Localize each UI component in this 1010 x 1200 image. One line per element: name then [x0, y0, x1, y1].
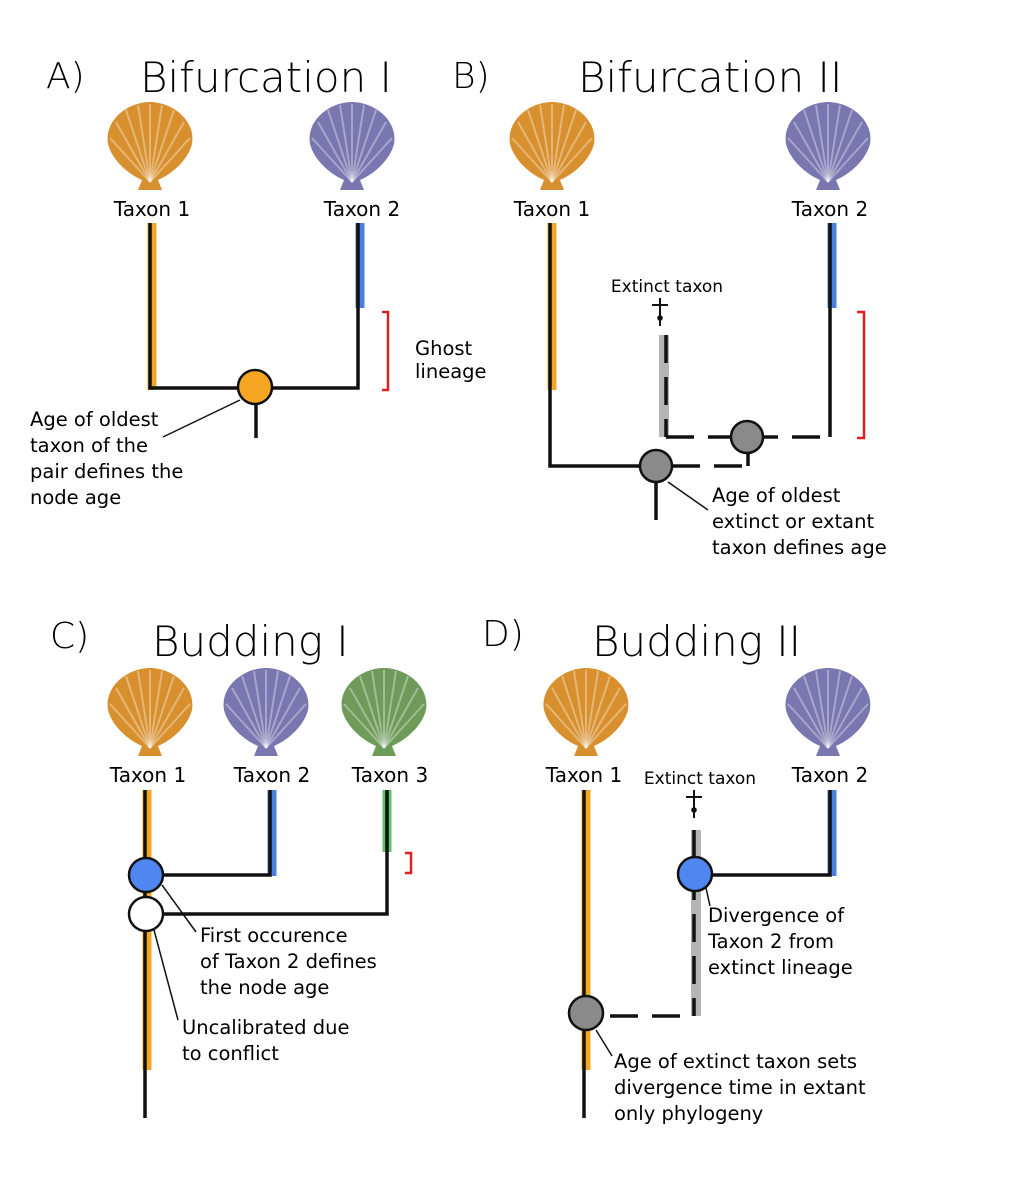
annotation-d1-line-1: Divergence of [708, 904, 845, 927]
annotation-c1-line-1: First occurence [200, 924, 348, 947]
annotation-c2-line-1: Uncalibrated due [182, 1016, 349, 1039]
node-b-extinct [729, 419, 765, 455]
annotation-a-line-2: taxon of the [30, 434, 148, 457]
annotation-c1-line-3: the node age [200, 976, 329, 999]
ghost-lineage-label-2: lineage [415, 360, 487, 383]
tree-c [143, 790, 389, 1118]
taxon-1-label: Taxon 1 [109, 763, 186, 787]
ghost-lineage-label-1: Ghost [415, 337, 473, 360]
extinct-taxon-label: Extinct taxon [644, 769, 756, 789]
extinct-taxon-label: Extinct taxon [611, 277, 723, 297]
annotation-b-line-3: taxon defines age [712, 536, 887, 559]
ghost-lineage-bracket [405, 851, 413, 875]
annotation-d1-line-2: Taxon 2 from [707, 930, 834, 953]
tree-d-dashed [610, 830, 696, 1018]
shell-taxon-2-icon [784, 101, 872, 191]
ghost-lineage-bracket [857, 310, 866, 440]
taxon-2-label: Taxon 2 [323, 197, 400, 221]
tree-a [148, 223, 360, 438]
annotation-d2-line-2: divergence time in extant [614, 1076, 866, 1099]
annotation-a-pointer [162, 399, 241, 438]
shell-taxon-2-icon [308, 101, 396, 191]
shell-taxon-1-icon [106, 101, 194, 191]
annotation-c2-pointer [153, 929, 179, 1021]
annotation-c1-pointer [161, 884, 197, 933]
taxon-2-label: Taxon 2 [233, 763, 310, 787]
taxon-1-label: Taxon 1 [545, 763, 622, 787]
dagger-icon [686, 790, 702, 818]
annotation-b-line-2: extinct or extant [712, 510, 874, 533]
annotation-d1-pointer [705, 887, 711, 907]
taxon-1-label: Taxon 1 [513, 197, 590, 221]
panel-d-title: Budding II [592, 617, 801, 666]
shell-taxon-1-icon [542, 667, 630, 757]
panel-a-title: Bifurcation I [140, 53, 392, 102]
panel-c: C) Budding I Taxon 1 Taxon 2 Taxon 3 Fir… [50, 616, 428, 1118]
panel-a: A) Bifurcation I Taxon 1 Taxon 2 Ghost l… [30, 53, 487, 509]
tree-d [582, 790, 832, 1118]
node-c-uncalibrated [127, 895, 165, 933]
panel-c-letter: C) [50, 616, 89, 657]
annotation-d2-pointer [595, 1029, 613, 1057]
shell-taxon-1-icon [508, 101, 596, 191]
panel-b-letter: B) [452, 56, 490, 97]
dagger-icon [652, 298, 668, 326]
panel-b-title: Bifurcation II [578, 53, 842, 102]
tree-b [548, 223, 832, 520]
taxon-2-label: Taxon 2 [791, 763, 868, 787]
annotation-b-line-1: Age of oldest [712, 484, 841, 507]
annotation-b-pointer [667, 481, 709, 511]
ghost-lineage-bracket [382, 310, 390, 392]
annotation-d2-line-3: only phylogeny [614, 1102, 763, 1125]
node-b-root [638, 448, 674, 484]
node-d-taxon-2 [676, 855, 714, 893]
node-c-taxon-2 [127, 856, 165, 894]
taxon-1-label: Taxon 1 [113, 197, 190, 221]
annotation-d1-line-3: extinct lineage [708, 956, 853, 979]
taxon-2-label: Taxon 2 [791, 197, 868, 221]
shell-taxon-1-icon [106, 667, 194, 757]
annotation-c2-line-2: to conflict [182, 1042, 279, 1065]
shell-taxon-2-icon [784, 667, 872, 757]
node-d-extinct [567, 994, 605, 1032]
shell-taxon-3-icon [340, 667, 428, 757]
panel-a-letter: A) [46, 56, 85, 97]
annotation-a-line-1: Age of oldest [30, 408, 159, 431]
shell-taxon-2-icon [222, 667, 310, 757]
annotation-a-line-4: node age [30, 486, 121, 509]
node-a [236, 368, 274, 406]
annotation-c1-line-2: of Taxon 2 defines [200, 950, 377, 973]
tree-b-dashed [664, 335, 830, 468]
panel-d: D) Budding II Taxon 1 Extinct taxon Taxo… [482, 614, 872, 1125]
annotation-d2-line-1: Age of extinct taxon sets [614, 1050, 857, 1073]
panel-b: B) Bifurcation II Taxon 1 Taxon 2 Extinc… [452, 53, 887, 559]
panel-d-letter: D) [482, 614, 524, 655]
annotation-a-line-3: pair defines the [30, 460, 183, 483]
panel-c-title: Budding I [152, 617, 349, 666]
taxon-3-label: Taxon 3 [351, 763, 428, 787]
